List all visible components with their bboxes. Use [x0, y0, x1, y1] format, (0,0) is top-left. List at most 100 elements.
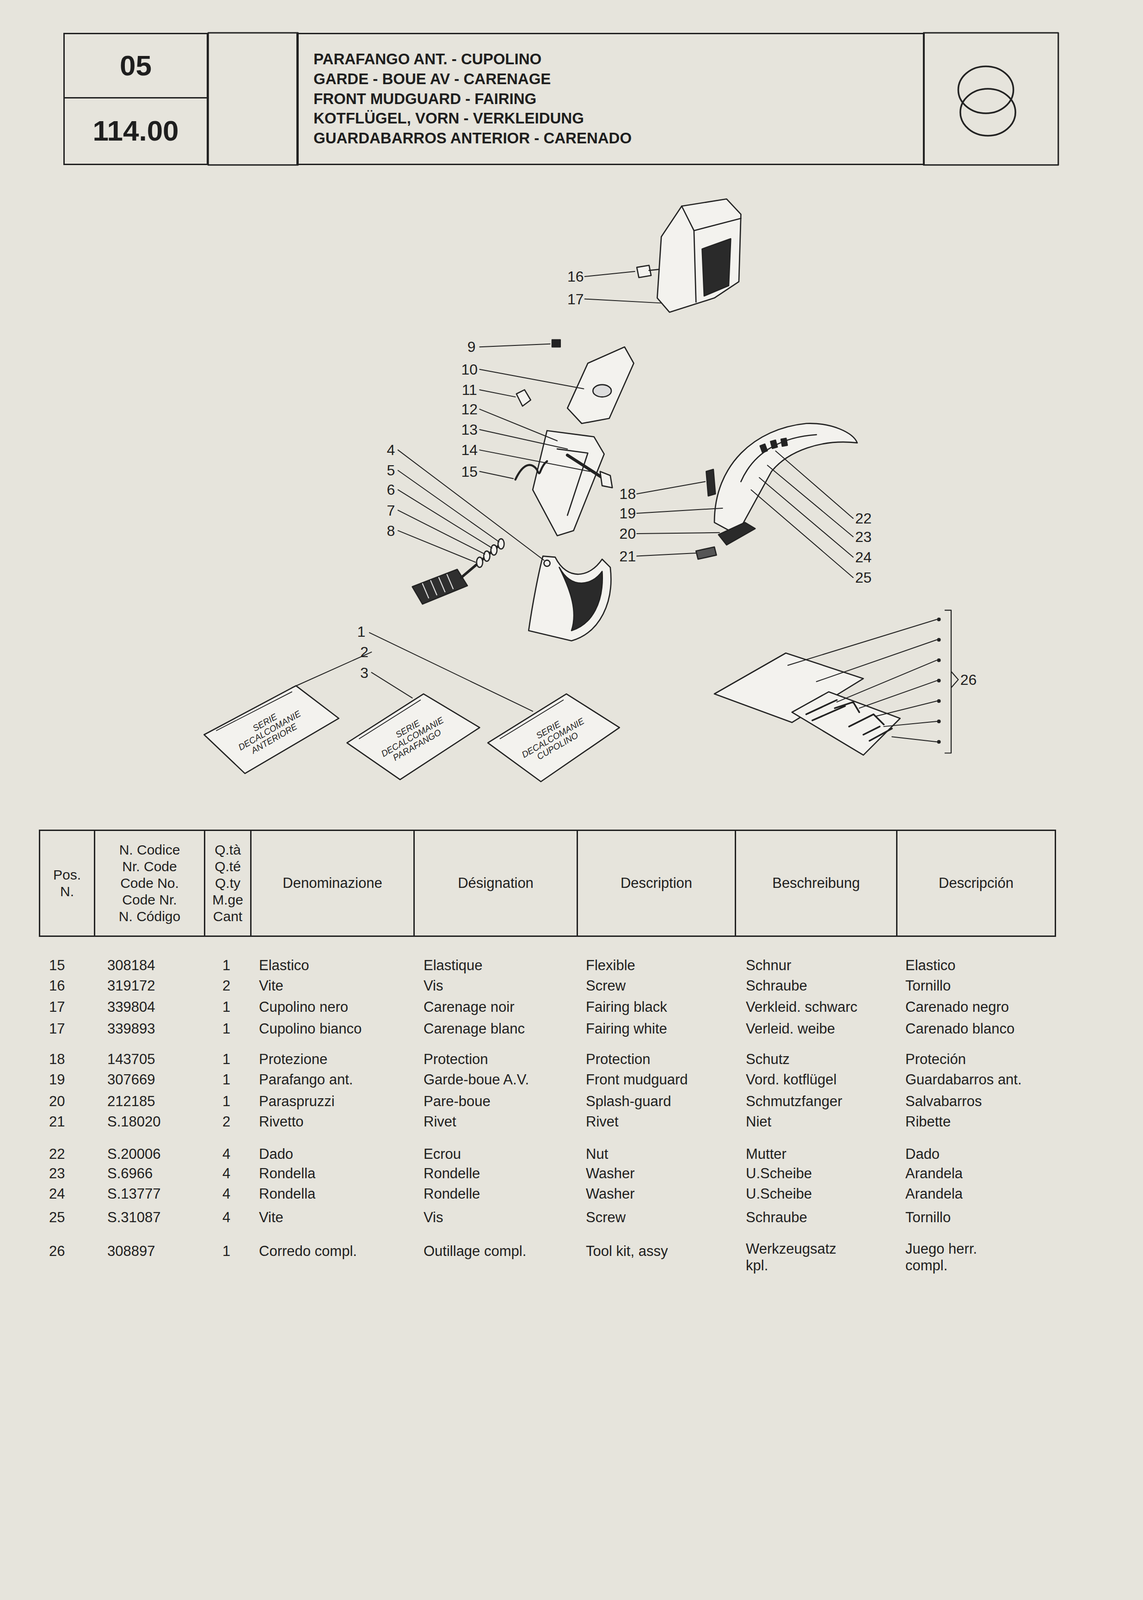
name-es: Juego herr. compl.	[905, 1240, 1021, 1274]
name-en: Protection	[585, 1050, 651, 1068]
name-fr: Garde-boue A.V.	[423, 1071, 529, 1088]
node-text: Code No.	[120, 874, 179, 892]
callout-number: 26	[960, 671, 978, 689]
quantity: 4	[222, 1145, 231, 1163]
node-text: Denominazione	[282, 874, 382, 892]
table-header: Q.tàQ.téQ.tyM.geCant	[203, 829, 252, 937]
name-de: Schmutzfanger	[745, 1093, 843, 1110]
pos-number: 25	[49, 1209, 65, 1226]
name-fr: Protection	[423, 1050, 489, 1068]
quantity: 1	[222, 1093, 231, 1110]
callout-number: 10	[460, 361, 478, 379]
table-header: Beschreibung	[734, 829, 898, 937]
callout-number: 1	[356, 623, 366, 641]
quantity: 1	[222, 1242, 231, 1260]
callout-number: 23	[854, 528, 872, 546]
name-en: Tool kit, assy	[585, 1242, 668, 1260]
name-es: Carenado negro	[905, 999, 1009, 1016]
name-fr: Elastique	[423, 957, 483, 974]
name-it: Rivetto	[258, 1113, 304, 1131]
name-de: Mutter	[745, 1145, 787, 1163]
name-de: Schraube	[745, 977, 808, 995]
name-fr: Carenage noir	[423, 999, 515, 1016]
pos-number: 17	[49, 1020, 65, 1038]
node-text: 05	[119, 48, 152, 83]
name-de: Vord. kotflügel	[745, 1071, 837, 1088]
node-text: Cant	[213, 908, 243, 925]
name-en: Splash-guard	[585, 1093, 671, 1110]
table-header: Description	[576, 829, 737, 937]
node-text: Q.té	[214, 858, 241, 875]
pos-number: 18	[49, 1050, 65, 1068]
node-text: Désignation	[457, 874, 534, 892]
callout-number: 18	[619, 485, 637, 503]
name-de: U.Scheibe	[745, 1165, 812, 1182]
part-code: S.31087	[107, 1209, 161, 1226]
quantity: 2	[222, 977, 231, 995]
name-de: Niet	[745, 1113, 772, 1131]
name-de: Schraube	[745, 1209, 808, 1226]
decal-bag-text: SERIE DECALCOMANIE ANTERIORE	[232, 700, 308, 761]
name-en: Nut	[585, 1145, 609, 1163]
table-header: Descripción	[896, 829, 1057, 937]
name-en: Flexible	[585, 957, 636, 974]
name-en: Screw	[585, 977, 626, 995]
part-code: 308897	[107, 1242, 155, 1260]
table-header: Désignation	[413, 829, 578, 937]
part-code: S.18020	[107, 1113, 161, 1131]
callout-number: 22	[854, 510, 872, 528]
callout-number: 19	[619, 504, 637, 523]
table-header: N. CodiceNr. CodeCode No.Code Nr.N. Códi…	[93, 829, 206, 937]
name-it: Elastico	[258, 957, 310, 974]
name-es: Carenado blanco	[905, 1020, 1015, 1038]
name-it: Vite	[258, 977, 284, 995]
name-es: Tornillo	[905, 1209, 951, 1226]
quantity: 4	[222, 1165, 231, 1182]
node-text: KOTFLÜGEL, VORN - VERKLEIDUNG	[313, 108, 584, 129]
name-en: Fairing white	[585, 1020, 668, 1038]
name-it: Cupolino bianco	[258, 1020, 362, 1038]
callout-number: 4	[386, 441, 395, 459]
callout-number: 25	[854, 569, 872, 587]
callout-number: 24	[854, 548, 872, 566]
callout-number: 21	[619, 547, 637, 565]
name-en: Washer	[585, 1165, 635, 1182]
name-en: Rivet	[585, 1113, 619, 1131]
table-header: Denominazione	[250, 829, 415, 937]
table-header: Pos.N.	[38, 829, 96, 937]
name-fr: Vis	[423, 977, 444, 995]
name-it: Corredo compl.	[258, 1242, 357, 1260]
node-text: Beschreibung	[772, 874, 861, 892]
node-text: 114.00	[92, 113, 179, 148]
node-text: Code Nr.	[122, 891, 177, 909]
quantity: 2	[222, 1113, 231, 1131]
decal-bag-text: SERIE DECALCOMANIE PARAFANGO	[374, 707, 450, 767]
quantity: 1	[222, 1050, 231, 1068]
node-text: N. Código	[118, 908, 181, 925]
name-fr: Ecrou	[423, 1145, 461, 1163]
name-en: Fairing black	[585, 999, 668, 1016]
pos-number: 20	[49, 1093, 65, 1110]
pos-number: 16	[49, 977, 65, 995]
name-de: Schnur	[745, 957, 792, 974]
name-de: Werkzeugsatz kpl.	[745, 1240, 862, 1274]
pos-number: 22	[49, 1145, 65, 1163]
node-text: GUARDABARROS ANTERIOR - CARENADO	[313, 128, 632, 149]
callout-number: 16	[567, 268, 584, 286]
name-fr: Rondelle	[423, 1186, 480, 1203]
name-es: Guardabarros ant.	[905, 1071, 1022, 1088]
callout-number: 20	[619, 525, 637, 543]
quantity: 1	[222, 999, 231, 1016]
part-code: S.6966	[107, 1165, 153, 1182]
pos-number: 26	[49, 1242, 65, 1260]
callout-number: 11	[461, 381, 478, 399]
part-code: 339893	[107, 1020, 155, 1038]
node-text: N.	[60, 883, 74, 900]
section-number: 05	[63, 32, 209, 99]
pos-number: 23	[49, 1165, 65, 1182]
callout-number: 17	[567, 290, 584, 308]
name-es: Proteción	[905, 1050, 966, 1068]
callout-number: 7	[386, 501, 395, 519]
name-de: Verkleid. schwarc	[745, 999, 858, 1016]
